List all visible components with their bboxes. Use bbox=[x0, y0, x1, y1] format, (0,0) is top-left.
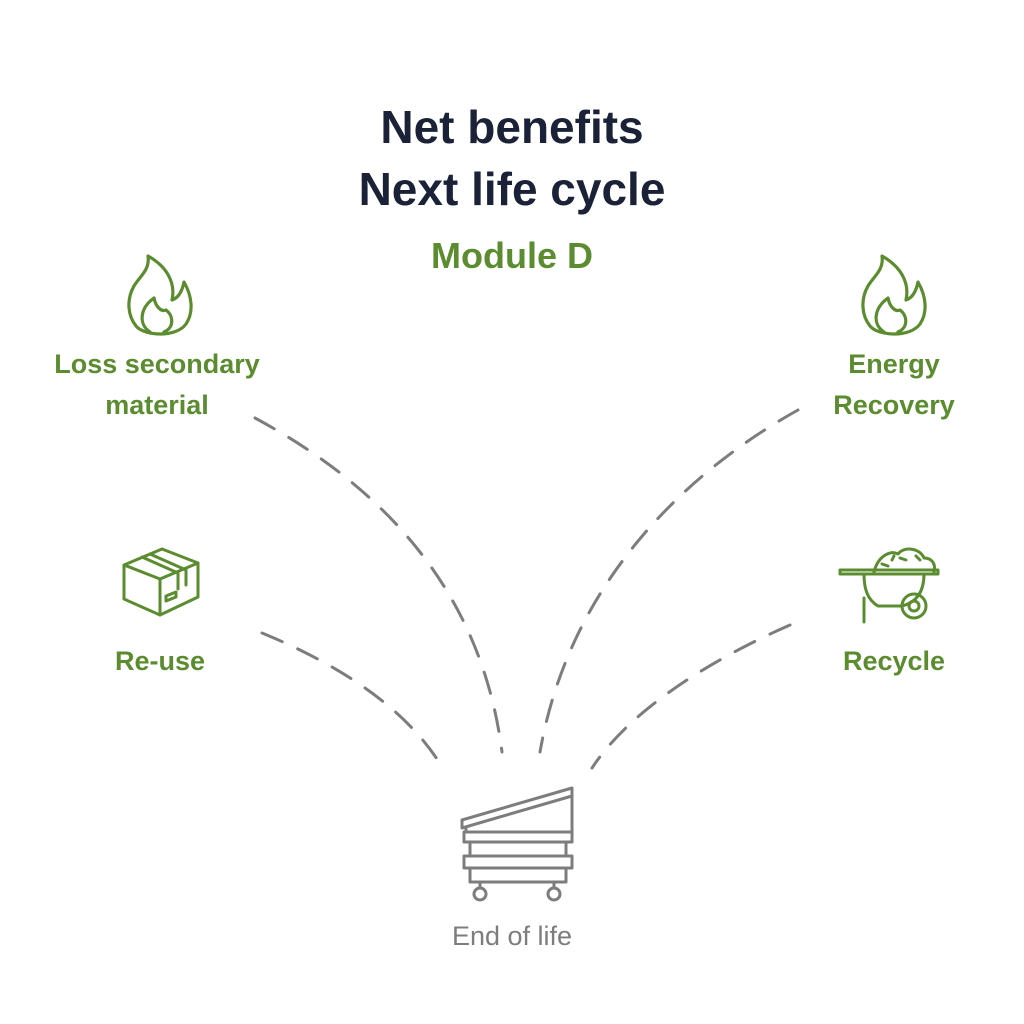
node-label: Re-use bbox=[114, 646, 206, 676]
diagram-title-line-2: Next life cycle bbox=[358, 163, 666, 215]
node-label-line-2: Recovery bbox=[833, 390, 955, 420]
node-label: Recycle bbox=[842, 646, 946, 676]
node-label-line-1: Loss secondary bbox=[54, 349, 260, 379]
link-energy-recovery bbox=[538, 408, 800, 754]
node-label-line-2: material bbox=[105, 390, 209, 420]
flame-icon bbox=[127, 254, 193, 336]
node-end-of-life: End of life bbox=[362, 918, 662, 954]
node-loss-secondary-material: Loss secondary material bbox=[26, 344, 288, 426]
wheelbarrow-icon bbox=[838, 547, 940, 624]
node-reuse: Re-use bbox=[60, 641, 260, 682]
box-icon bbox=[122, 547, 200, 617]
dumpster-icon bbox=[460, 786, 574, 902]
node-recycle: Recycle bbox=[794, 641, 994, 682]
diagram-title-line-1: Net benefits bbox=[380, 101, 644, 153]
link-reuse bbox=[260, 631, 447, 774]
flame-icon bbox=[861, 254, 927, 336]
node-label: End of life bbox=[451, 921, 573, 951]
node-label-line-1: Energy bbox=[848, 349, 940, 379]
diagram-subtitle: Module D bbox=[431, 235, 593, 276]
link-loss-secondary bbox=[253, 416, 504, 754]
node-energy-recovery: Energy Recovery bbox=[784, 344, 1004, 426]
link-recycle bbox=[590, 623, 792, 770]
